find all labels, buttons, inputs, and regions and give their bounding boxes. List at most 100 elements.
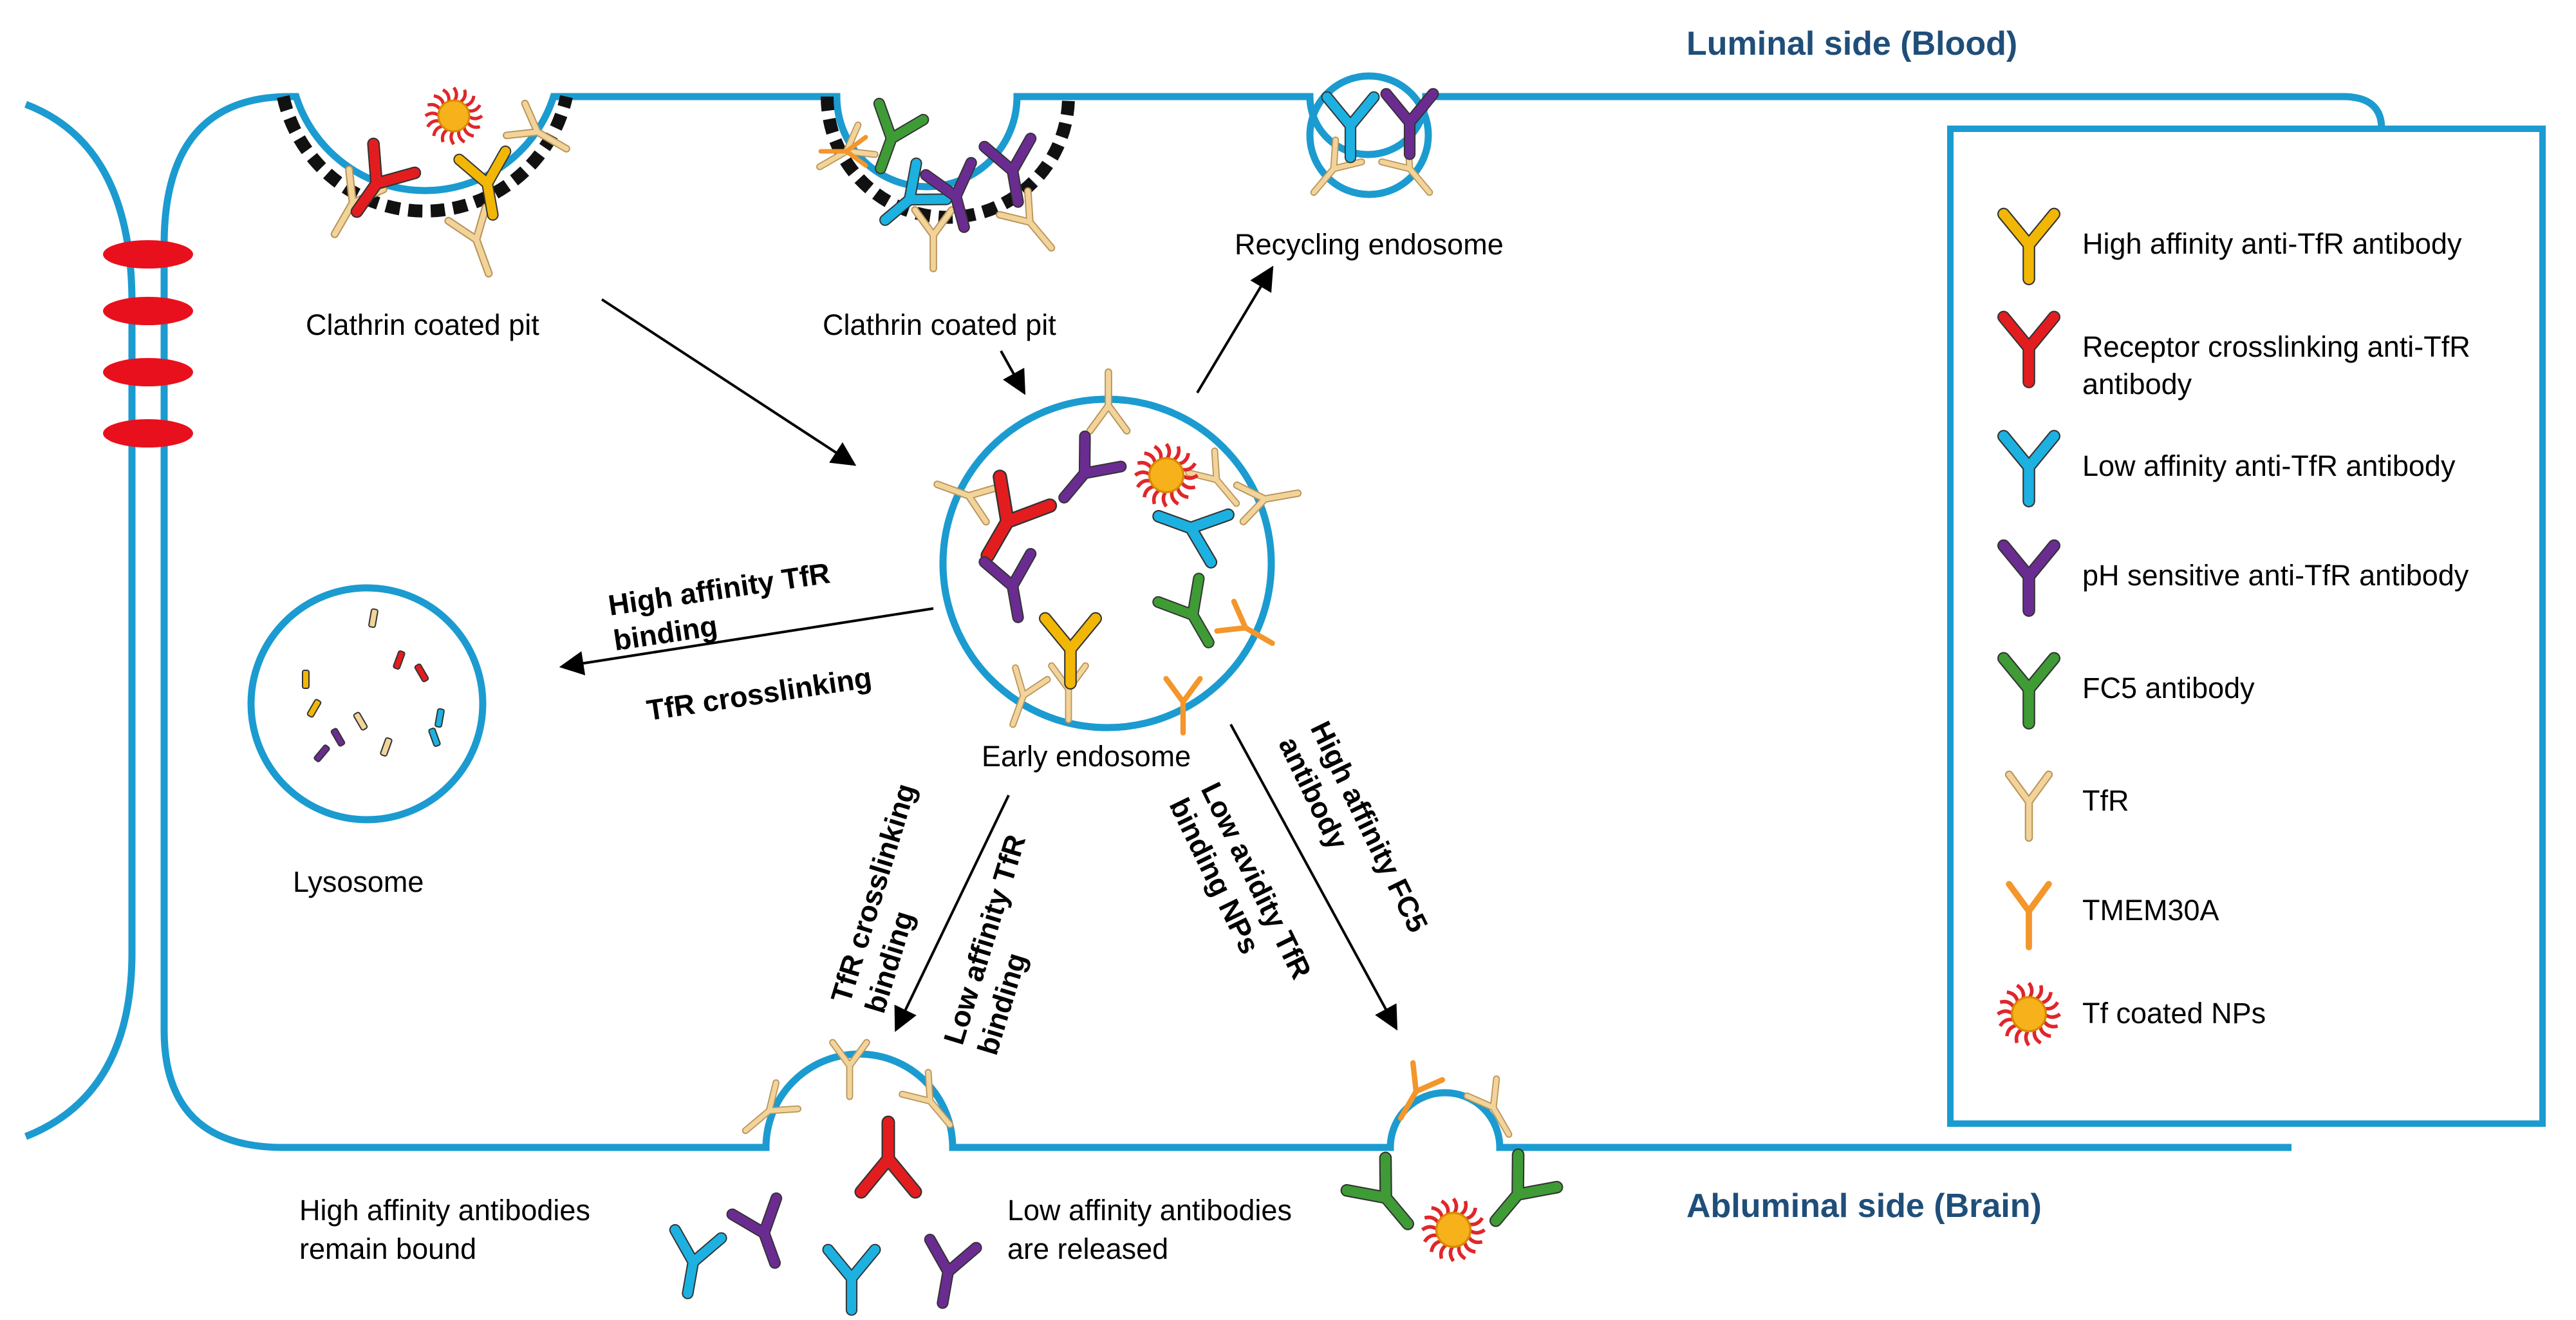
fc5-antibody-icon [1152, 572, 1215, 648]
antibody-fragment [428, 727, 441, 748]
tfr-icon [1463, 1075, 1513, 1138]
tfr-icon [503, 99, 570, 153]
antibody-fragment [368, 608, 378, 628]
legend-item: Low affinity anti-TfR antibody [1997, 429, 2456, 507]
tfr-icon [1310, 137, 1365, 196]
legend-item: FC5 antibody [1997, 652, 2255, 730]
low-affinity-antibody-icon [1997, 429, 2060, 507]
recycling-endosome-label: Recycling endosome [1235, 228, 1504, 261]
arrow-early-to-lysosome [559, 607, 934, 675]
tfr-icon [996, 187, 1056, 252]
tight-junction [103, 419, 193, 448]
tight-junction [103, 240, 193, 269]
legend-item-label: High affinity anti-TfR antibody [2082, 227, 2462, 260]
arrow-annotation: TfR crosslinking [644, 661, 873, 727]
low-affinity-antibody-icon [1321, 91, 1380, 164]
ph-sensitive-antibody-icon [1380, 88, 1439, 160]
fc5-arrow-annotation-b: High affinity FC5 antibody [1273, 716, 1435, 938]
ph-sensitive-antibody-icon [924, 1234, 982, 1309]
tfr-icon [829, 1039, 870, 1100]
lysosome-arrow-annotation: High affinity TfR binding TfR crosslinki… [606, 556, 874, 727]
legend-item-label: FC5 antibody [2082, 672, 2255, 704]
low-affinity-antibody-icon [669, 1224, 727, 1299]
tfr-icon [1185, 448, 1240, 507]
high-affinity-antibody-icon [1039, 612, 1102, 690]
legend-item-label: Tf coated NPs [2082, 997, 2266, 1030]
crosslinking-antibody-icon [1997, 310, 2060, 388]
abluminal-side-title: Abluminal side (Brain) [1686, 1187, 2042, 1225]
clathrin-pit-label: Clathrin coated pit [823, 308, 1056, 341]
arrow-pit2-to-early [1000, 350, 1026, 395]
arrow-pit1-to-early [601, 298, 857, 466]
legend-item-label: antibody [2082, 368, 2192, 401]
antibody-fragment [393, 650, 406, 670]
tmem30a-icon [1397, 1060, 1446, 1121]
legend-item: Tf coated NPs [1996, 981, 2266, 1047]
tfr-icon [2004, 770, 2053, 842]
tfr-icon [816, 121, 879, 171]
legend-item-label: TfR [2082, 784, 2129, 817]
legend-items: High affinity anti-TfR antibodyReceptor … [1996, 207, 2470, 1047]
tfr-icon [742, 1079, 801, 1135]
fc5-antibody-icon [873, 97, 929, 174]
high-affinity-antibody-icon [1997, 207, 2060, 285]
tf-coated-np-icon [1996, 981, 2062, 1047]
ph-sensitive-antibody-icon [726, 1192, 783, 1269]
crosslinking-antibody-icon [854, 1115, 922, 1199]
lysosome-label: Lysosome [293, 865, 424, 898]
legend-item: pH sensitive anti-TfR antibody [1997, 539, 2469, 617]
ph-sensitive-antibody-icon [978, 548, 1037, 623]
proteins [302, 86, 1563, 1316]
released-label: are released [1007, 1232, 1168, 1265]
antibody-fragment [434, 708, 445, 728]
fc5-antibody-icon [1997, 652, 2060, 730]
legend-item: TMEM30A [2006, 881, 2219, 950]
ph-sensitive-antibody-icon [920, 156, 977, 233]
tfr-icon [933, 480, 1003, 526]
release-arrow-annotation-a: TfR crosslinking binding [825, 780, 922, 1017]
clathrin-pit-label: Clathrin coated pit [306, 308, 539, 341]
antibody-fragment [313, 744, 330, 762]
fc5-antibody-icon [1340, 1151, 1414, 1230]
tight-junction [103, 358, 193, 386]
early-endosome-label: Early endosome [982, 740, 1191, 773]
luminal-side-title: Luminal side (Blood) [1686, 25, 2017, 62]
legend-item-label: Receptor crosslinking anti-TfR [2082, 330, 2470, 363]
crosslinking-antibody-icon [350, 137, 422, 218]
tmem30a-icon [2006, 881, 2052, 950]
arrow-early-to-recycling [1196, 265, 1274, 394]
low-affinity-antibody-icon [822, 1243, 881, 1316]
high-affinity-antibody-icon [453, 146, 512, 221]
crosslinking-antibody-icon [980, 469, 1058, 563]
ph-sensitive-antibody-icon [978, 133, 1037, 208]
legend: High affinity anti-TfR antibodyReceptor … [1947, 126, 2546, 1127]
remain-bound-label: remain bound [299, 1232, 476, 1265]
legend-item-label: Low affinity anti-TfR antibody [2082, 449, 2456, 482]
recycling-endosome [1306, 72, 1432, 198]
legend-item: TfR [2004, 770, 2129, 842]
arrow-annotation: High affinity TfR [606, 556, 832, 622]
lysosome [247, 584, 487, 824]
legend-item-label: pH sensitive anti-TfR antibody [2082, 559, 2469, 592]
tfr-icon [899, 1069, 954, 1129]
fc5-antibody-icon [1489, 1148, 1563, 1227]
arrow-early-to-release-pit [894, 795, 1010, 1032]
tf-coated-np-icon [1421, 1197, 1486, 1263]
ph-sensitive-antibody-icon [1058, 430, 1127, 504]
legend-item: Receptor crosslinking anti-TfR antibody [1997, 310, 2470, 401]
antibody-fragment [302, 670, 310, 689]
release-arrow-annotation-b: Low affinity TfR binding [937, 831, 1033, 1059]
tf-coated-np-icon [1134, 442, 1199, 508]
tfr-icon [444, 203, 493, 278]
legend-item: High affinity anti-TfR antibody [1997, 207, 2462, 285]
remain-bound-label: High affinity antibodies [299, 1194, 590, 1227]
antibody-fragment [353, 712, 368, 731]
tmem30a-icon [1214, 598, 1275, 646]
ph-sensitive-antibody-icon [1997, 539, 2060, 617]
low-affinity-antibody-icon [1152, 508, 1235, 569]
legend-item-label: TMEM30A [2082, 894, 2219, 927]
tmem30a-icon [818, 135, 868, 168]
released-label: Low affinity antibodies [1007, 1194, 1292, 1227]
tight-junction [103, 297, 193, 325]
